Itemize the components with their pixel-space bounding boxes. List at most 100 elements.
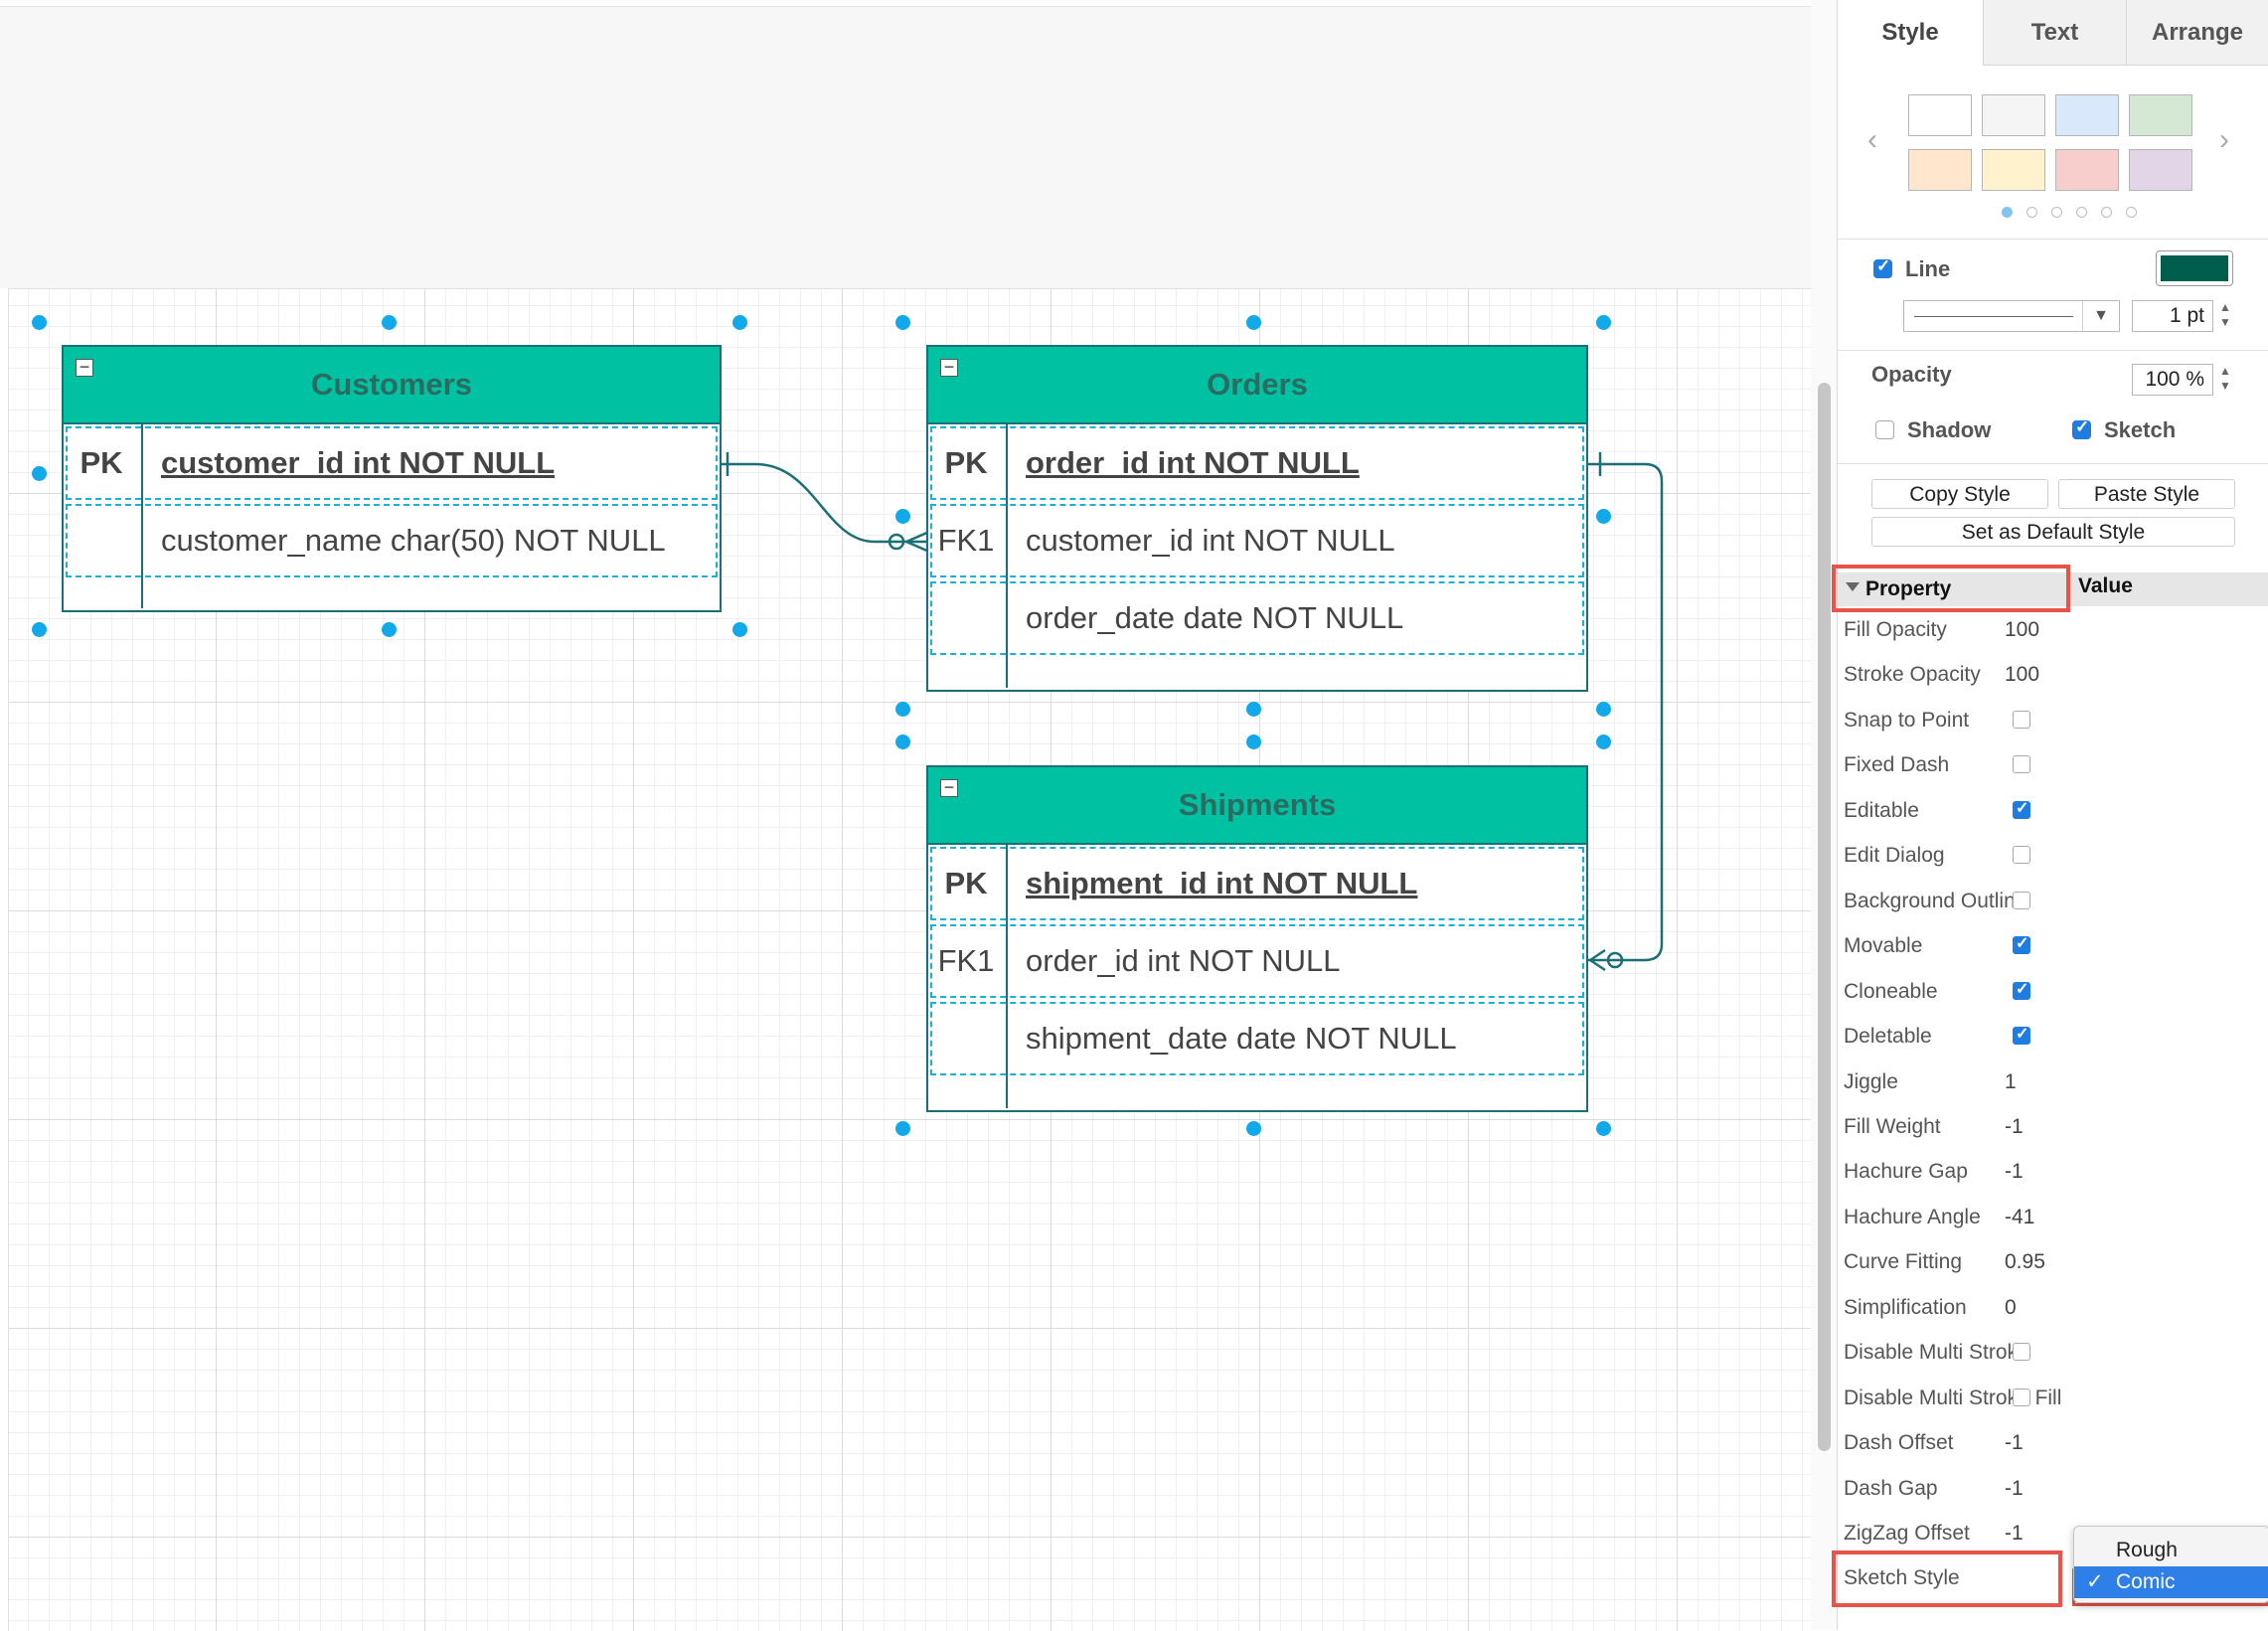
table-row[interactable]: PK customer_id int NOT NULL [64, 424, 720, 502]
resize-handle[interactable] [1246, 315, 1261, 330]
resize-handle[interactable] [1596, 315, 1611, 330]
collapse-icon[interactable]: − [940, 778, 958, 797]
resize-handle[interactable] [895, 1121, 910, 1136]
table-row[interactable]: PK order_id int NOT NULL [928, 424, 1586, 502]
color-swatch[interactable] [1908, 149, 1972, 191]
property-checkbox[interactable] [2013, 755, 2030, 774]
property-value[interactable]: 0 [2005, 1295, 2017, 1319]
dropdown-option-comic[interactable]: ✓ Comic [2074, 1566, 2268, 1598]
resize-handle[interactable] [1246, 702, 1261, 717]
resize-handle[interactable] [1596, 702, 1611, 717]
table-row[interactable]: order_date date NOT NULL [928, 579, 1586, 657]
property-row[interactable]: Background Outline [1838, 886, 2268, 916]
collapse-icon[interactable]: − [76, 358, 93, 377]
property-checkbox[interactable] [2013, 1024, 2030, 1046]
collapse-icon[interactable]: − [940, 358, 958, 377]
property-row[interactable]: Hachure Gap-1 [1838, 1156, 2268, 1187]
connector-customers-orders[interactable] [714, 462, 929, 544]
opacity-input[interactable]: 100 % [2132, 364, 2213, 396]
tab-text[interactable]: Text [1983, 0, 2126, 66]
sketch-style-dropdown[interactable]: Rough ✓ Comic [2073, 1526, 2268, 1603]
table-shipments[interactable]: − Shipments PK shipment_id int NOT NULL … [926, 765, 1588, 1112]
swatch-page-dot[interactable] [2126, 207, 2137, 218]
property-row[interactable]: Movable [1838, 930, 2268, 961]
property-checkbox[interactable] [2013, 933, 2030, 955]
property-row[interactable]: Fixed Dash [1838, 749, 2268, 780]
swatch-page-dot[interactable] [2002, 207, 2013, 218]
resize-handle[interactable] [732, 622, 747, 637]
resize-handle[interactable] [895, 734, 910, 749]
connector-orders-shipments[interactable] [1588, 462, 1664, 962]
table-customers[interactable]: − Customers PK customer_id int NOT NULL … [62, 345, 722, 612]
set-default-style-button[interactable]: Set as Default Style [1871, 517, 2235, 547]
copy-style-button[interactable]: Copy Style [1871, 479, 2048, 509]
property-row[interactable]: Disable Multi Stroke [1838, 1337, 2268, 1368]
resize-handle[interactable] [1596, 509, 1611, 524]
collapse-triangle-icon[interactable] [1846, 582, 1860, 591]
resize-handle[interactable] [382, 622, 397, 637]
property-value[interactable]: -1 [2005, 1522, 2024, 1545]
opacity-stepper[interactable]: ▲▼ [2219, 364, 2231, 393]
table-row[interactable]: PK shipment_id int NOT NULL [928, 845, 1586, 922]
color-swatch[interactable] [2129, 149, 2192, 191]
shadow-checkbox[interactable] [1875, 420, 1894, 439]
property-checkbox[interactable] [2013, 979, 2030, 1000]
resize-handle[interactable] [1246, 734, 1261, 749]
property-checkbox[interactable] [2013, 1343, 2030, 1362]
line-width-input[interactable]: 1 pt [2132, 300, 2213, 332]
table-header[interactable]: − Shipments [928, 767, 1586, 845]
property-row[interactable]: Dash Offset-1 [1838, 1427, 2268, 1458]
property-value[interactable]: 1 [2005, 1069, 2017, 1093]
dropdown-option-rough[interactable]: Rough [2116, 1539, 2178, 1561]
tab-style[interactable]: Style [1838, 0, 1983, 66]
resize-handle[interactable] [1246, 1121, 1261, 1136]
canvas-scrollbar-thumb[interactable] [1818, 383, 1831, 1451]
tab-arrange[interactable]: Arrange [2126, 0, 2268, 66]
resize-handle[interactable] [1596, 1121, 1611, 1136]
line-color-button[interactable] [2156, 250, 2233, 286]
property-value[interactable]: -1 [2005, 1160, 2024, 1184]
table-row[interactable]: FK1 order_id int NOT NULL [928, 922, 1586, 1000]
resize-handle[interactable] [382, 315, 397, 330]
color-swatch[interactable] [1908, 94, 1972, 136]
resize-handle[interactable] [32, 315, 47, 330]
table-header[interactable]: − Orders [928, 347, 1586, 424]
resize-handle[interactable] [32, 622, 47, 637]
property-value[interactable]: -1 [2005, 1476, 2024, 1500]
property-row[interactable]: Edit Dialog [1838, 840, 2268, 871]
resize-handle[interactable] [895, 509, 910, 524]
property-row[interactable]: Disable Multi Stroke Fill [1838, 1383, 2268, 1413]
swatch-page-dot[interactable] [2076, 207, 2087, 218]
property-checkbox[interactable] [2013, 846, 2030, 865]
color-swatch[interactable] [2055, 94, 2119, 136]
color-swatch[interactable] [2129, 94, 2192, 136]
swatches-next-icon[interactable]: › [2219, 123, 2229, 156]
property-value[interactable]: -41 [2005, 1205, 2035, 1228]
property-row[interactable]: ZigZag Offset-1 [1838, 1518, 2268, 1549]
property-value[interactable]: 0.95 [2005, 1250, 2045, 1274]
property-value[interactable]: -1 [2005, 1114, 2024, 1138]
color-swatch[interactable] [2055, 149, 2119, 191]
swatches-prev-icon[interactable]: ‹ [1867, 123, 1877, 156]
property-checkbox[interactable] [2013, 891, 2030, 909]
property-value[interactable]: 100 [2005, 663, 2040, 687]
swatch-page-dot[interactable] [2051, 207, 2062, 218]
property-row[interactable]: Sketch Style [1838, 1562, 2268, 1593]
resize-handle[interactable] [895, 702, 910, 717]
property-checkbox[interactable] [2013, 798, 2030, 819]
resize-handle[interactable] [732, 315, 747, 330]
color-swatch[interactable] [1982, 94, 2045, 136]
property-checkbox[interactable] [2013, 710, 2030, 729]
property-row[interactable]: Cloneable [1838, 976, 2268, 1007]
property-row[interactable]: Hachure Angle-41 [1838, 1202, 2268, 1232]
property-row[interactable]: Dash Gap-1 [1838, 1473, 2268, 1504]
resize-handle[interactable] [1596, 734, 1611, 749]
property-value[interactable]: 100 [2005, 618, 2040, 641]
line-style-select[interactable]: ▼ [1903, 300, 2120, 332]
color-swatch[interactable] [1982, 149, 2045, 191]
resize-handle[interactable] [895, 315, 910, 330]
swatch-page-dot[interactable] [2026, 207, 2037, 218]
